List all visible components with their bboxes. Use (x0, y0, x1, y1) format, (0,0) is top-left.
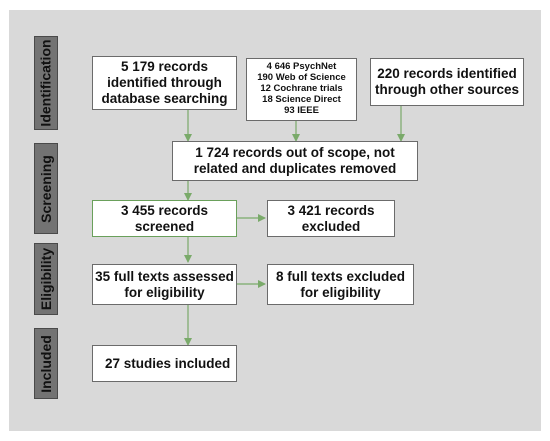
phase-identification: Identification (34, 36, 58, 130)
box-databases-breakdown: 4 646 PsychNet 190 Web of Science 12 Coc… (246, 58, 357, 121)
breakdown-science-direct: 18 Science Direct (262, 93, 341, 105)
box-fulltext-excluded: 8 full texts excluded for eligibility (267, 264, 414, 305)
box-excluded-text: 3 421 records excluded (287, 202, 375, 234)
box-out-of-scope-text: 1 724 records out of scope, not related … (193, 145, 397, 176)
box-screened-text: 3 455 records screened (120, 202, 209, 234)
phase-screening: Screening (34, 143, 58, 234)
phase-eligibility: Eligibility (34, 243, 58, 315)
phase-included: Included (34, 328, 58, 399)
box-included-text: 27 studies included (105, 355, 231, 371)
box-other-sources: 220 records identified through other sou… (370, 58, 524, 106)
box-assessed-text: 35 full texts assessed for eligibility (95, 268, 234, 300)
box-fulltext-excluded-text: 8 full texts excluded for eligibility (275, 268, 406, 300)
box-assessed: 35 full texts assessed for eligibility (92, 264, 237, 305)
box-screened: 3 455 records screened (92, 200, 237, 237)
breakdown-web-of-science: 190 Web of Science (257, 72, 346, 84)
breakdown-cochrane: 12 Cochrane trials (260, 83, 343, 95)
box-included: 27 studies included (92, 345, 237, 382)
box-out-of-scope: 1 724 records out of scope, not related … (172, 141, 418, 181)
box-database-records: 5 179 records identified through databas… (92, 56, 237, 110)
breakdown-psychnet: 4 646 PsychNet (266, 61, 337, 73)
box-excluded: 3 421 records excluded (267, 200, 395, 237)
box-other-sources-text: 220 records identified through other sou… (374, 66, 519, 97)
box-database-records-text: 5 179 records identified through databas… (101, 59, 228, 106)
breakdown-ieee: 93 IEEE (284, 104, 319, 116)
